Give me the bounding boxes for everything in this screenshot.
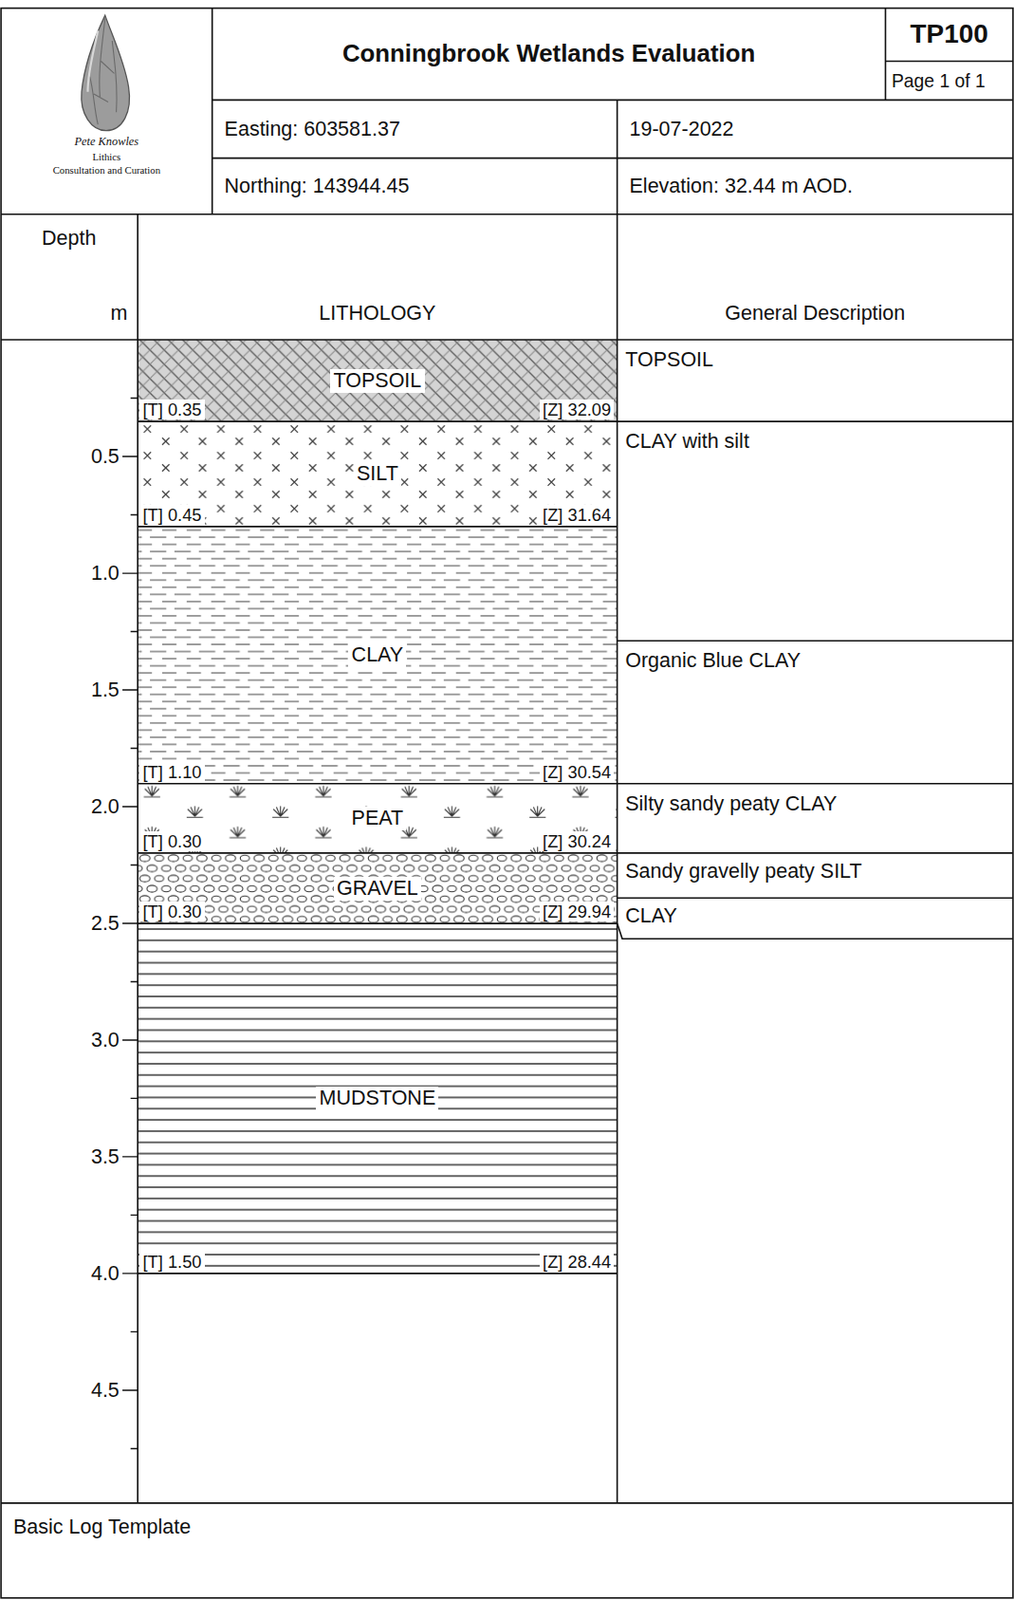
logo-name: Pete Knowles [74, 134, 140, 148]
lithology-band: TOPSOIL [T] 0.35 [Z] 32.09 [137, 339, 617, 422]
header-cell: Easting: 603581.37 [212, 99, 618, 158]
level-label: [Z] 32.09 [539, 399, 615, 420]
layer-description: Sandy gravelly peaty SILT [625, 859, 862, 884]
layer-description: Silty sandy peaty CLAY [625, 792, 837, 816]
layer-description: Organic Blue CLAY [625, 648, 801, 673]
logo-cell: Pete KnowlesLithicsConsultation and Cura… [0, 8, 213, 215]
layer-name: CLAY [348, 643, 406, 667]
level-label: [Z] 29.94 [539, 901, 615, 922]
layer-description: CLAY with silt [625, 429, 750, 454]
column-header: General Description [617, 214, 1014, 340]
title-text: Conningbrook Wetlands Evaluation [342, 39, 756, 69]
level-label: [Z] 30.54 [539, 761, 615, 782]
hole-id-cell: TP100 [884, 8, 1013, 62]
depth-label: 2.5 [91, 911, 120, 936]
layer-description: CLAY [625, 903, 678, 928]
depth-label: 3.0 [91, 1028, 120, 1052]
thickness-label: [T] 0.30 [139, 901, 204, 922]
template-note: Basic Log Template [13, 1514, 191, 1539]
column-title: LITHOLOGY [318, 301, 436, 326]
lithology-band: CLAY [T] 1.10 [Z] 30.54 [137, 526, 617, 784]
logo-line: Consultation and Curation [53, 164, 161, 176]
column-title: Depth [41, 226, 96, 251]
lithology-band: PEAT [T] 0.30 [Z] 30.24 [137, 783, 617, 853]
depth-label: 2.0 [91, 794, 120, 819]
layer-name: MUDSTONE [315, 1086, 439, 1110]
level-label: [Z] 30.24 [539, 830, 615, 851]
column-title: General Description [724, 301, 905, 326]
footer-cell: Basic Log Template [0, 1502, 1014, 1598]
hole-id: TP100 [910, 18, 989, 50]
lithology-band: SILT [T] 0.45 [Z] 31.64 [137, 421, 617, 527]
page-cell: Page 1 of 1 [884, 61, 1013, 101]
elevation: Elevation: 32.44 m AOD. [629, 174, 853, 199]
description-cell: TOPSOIL [617, 339, 1014, 422]
depth-label: 4.5 [91, 1378, 120, 1402]
header-cell: Northing: 143944.45 [212, 158, 618, 215]
page-number: Page 1 of 1 [891, 70, 986, 92]
depth-label: 1.5 [91, 678, 120, 702]
depth-label: 1.0 [91, 561, 120, 586]
level-label: [Z] 31.64 [539, 504, 615, 525]
description-cell: Sandy gravelly peaty SILT [617, 852, 1014, 898]
thickness-label: [T] 0.35 [139, 399, 204, 420]
northing: Northing: 143944.45 [224, 174, 410, 199]
column-header: LITHOLOGY [137, 214, 617, 340]
depth-label: 3.5 [91, 1144, 120, 1169]
layer-name: SILT [353, 461, 402, 486]
description-cell: Silty sandy peaty CLAY [617, 783, 1014, 853]
thickness-label: [T] 1.10 [139, 761, 204, 782]
lithology-band: GRAVEL [T] 0.30 [Z] 29.94 [137, 852, 617, 923]
layer-description: TOPSOIL [625, 348, 714, 372]
thickness-label: [T] 0.30 [139, 830, 204, 851]
thickness-label: [T] 1.50 [139, 1251, 204, 1272]
unit-label: m [110, 301, 128, 326]
description-cell: CLAY with silt [617, 421, 1014, 641]
logo-line: Lithics [92, 150, 121, 163]
lithology-band: MUDSTONE [T] 1.50 [Z] 28.44 [137, 922, 617, 1273]
date: 19-07-2022 [629, 117, 735, 142]
title-cell: Conningbrook Wetlands Evaluation [212, 8, 886, 101]
level-label: [Z] 28.44 [539, 1251, 615, 1272]
easting: Easting: 603581.37 [224, 117, 401, 142]
thickness-label: [T] 0.45 [139, 504, 204, 525]
description-cell: Organic Blue CLAY [617, 640, 1014, 784]
header-cell: Elevation: 32.44 m AOD. [617, 158, 1014, 215]
column-header: Depth m [0, 214, 138, 340]
layer-name: TOPSOIL [330, 368, 425, 393]
header-cell: 19-07-2022 [617, 99, 1014, 158]
layer-name: GRAVEL [333, 876, 422, 901]
depth-label: 0.5 [91, 444, 120, 469]
description-cell: CLAY [617, 897, 1014, 939]
depth-label: 4.0 [91, 1261, 120, 1286]
layer-name: PEAT [348, 806, 406, 830]
